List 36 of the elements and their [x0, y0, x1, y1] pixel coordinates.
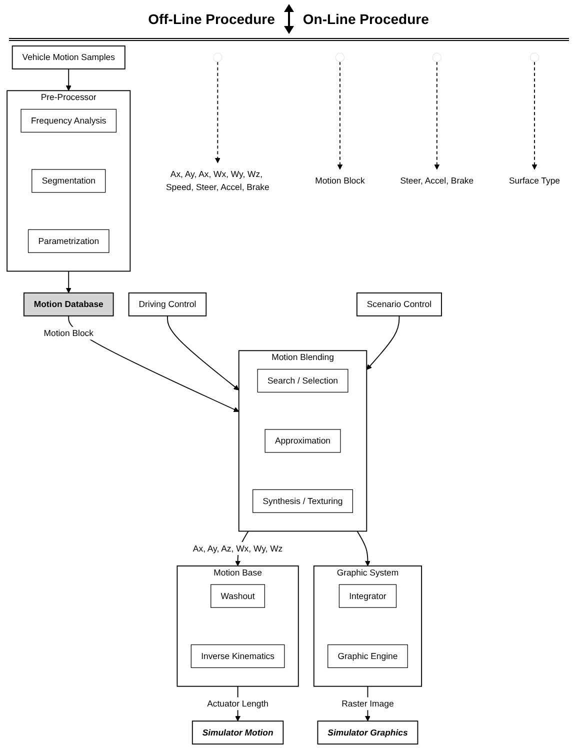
node-box: Washout — [210, 584, 265, 608]
node-box: Synthesis / Texturing — [252, 489, 353, 513]
node-box: Segmentation — [32, 169, 106, 193]
arrow — [532, 61, 538, 170]
node-box: Simulator Graphics — [317, 720, 418, 744]
edge-label: Ax, Ay, Az, Wx, Wy, Wz — [192, 543, 283, 554]
edge-label: Motion Block — [44, 328, 94, 338]
arrow — [66, 270, 72, 294]
arrow — [434, 61, 440, 170]
node-box: Simulator Motion — [192, 720, 284, 744]
node-box: Inverse Kinematics — [190, 644, 285, 668]
arrow — [167, 315, 240, 390]
arrow — [356, 530, 370, 566]
arrow — [337, 61, 343, 170]
node-box: Motion Database — [23, 292, 114, 316]
section-label: On-Line Procedure — [302, 11, 429, 27]
edge-label: Raster Image — [342, 698, 394, 708]
node-box: Vehicle Motion Samples — [12, 46, 126, 70]
node-box: Driving Control — [128, 292, 207, 316]
node-text: Steer, Accel, Brake — [400, 176, 474, 186]
node-box: Scenario Control — [356, 292, 442, 316]
arrow — [366, 315, 400, 370]
node-box: Integrator — [338, 584, 397, 608]
arrow — [66, 68, 72, 91]
node-text: Motion Block — [315, 176, 365, 186]
edge-label: Actuator Length — [207, 698, 268, 708]
node-text: Ax, Ay, Ax, Wx, Wy, Wz, Speed, Steer, Accel, Brake — [166, 169, 270, 192]
node-box: Graphic Engine — [328, 644, 408, 668]
section-label: Off-Line Procedure — [148, 11, 275, 27]
node-text: Surface Type — [508, 176, 560, 186]
arrow — [68, 315, 240, 412]
node-box: Search / Selection — [257, 368, 348, 393]
node-box: Approximation — [264, 429, 341, 453]
arrow — [214, 61, 220, 164]
node-box: Frequency Analysis — [20, 108, 117, 133]
node-box: Parametrization — [28, 229, 110, 253]
